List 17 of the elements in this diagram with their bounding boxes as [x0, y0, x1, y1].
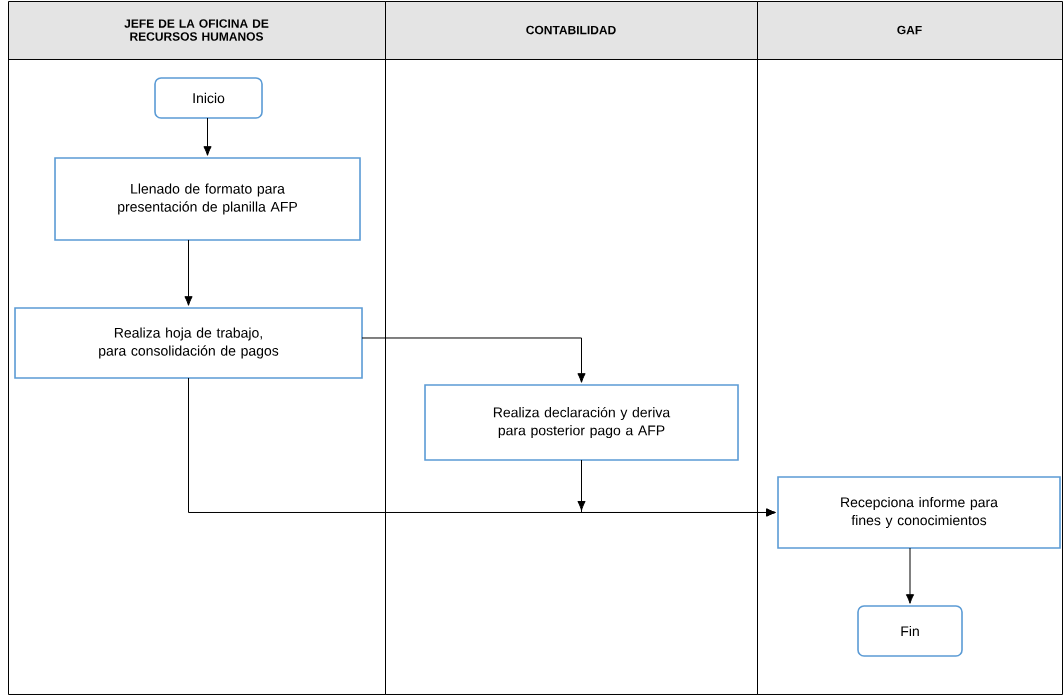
- swimlane: [8, 1, 386, 695]
- lane-heading: JEFE DE LA OFICINA DE RECURSOS HUMANOS: [124, 19, 269, 41]
- arrow: [577, 459, 776, 517]
- process-box: Realiza declaración y deriva para posterior pago a AFP: [424, 384, 739, 461]
- arrow: [905, 547, 915, 604]
- terminal-box: Inicio: [154, 77, 263, 119]
- swimlane: [757, 1, 1063, 695]
- lane-heading: CONTABILIDAD: [526, 25, 616, 35]
- arrow: [184, 239, 193, 306]
- arrow: [203, 117, 212, 156]
- arrow: [361, 337, 586, 383]
- process-box: Llenado de formato para presentación de planilla AFP: [54, 157, 361, 241]
- terminal-box: Fin: [857, 605, 963, 657]
- swimlane: [385, 1, 758, 695]
- process-box: Recepciona informe para fines y conocimientos: [777, 476, 1061, 549]
- lane-heading: GAF: [897, 25, 922, 35]
- process-box: Realiza hoja de trabajo, para consolidación de pagos: [14, 307, 363, 379]
